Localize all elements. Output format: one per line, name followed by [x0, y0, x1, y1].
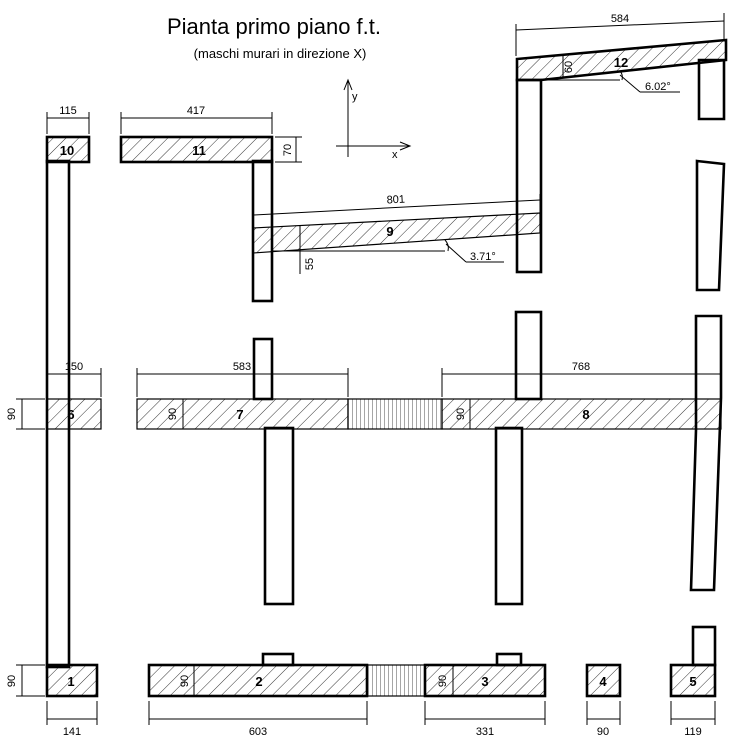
angle-9: 3.71°	[272, 239, 504, 263]
pier-label-11: 11	[192, 143, 206, 158]
wall-bump-3	[495, 652, 523, 667]
svg-text:603: 603	[249, 726, 267, 738]
pier-label-12: 12	[614, 55, 628, 70]
dim-90-left-middle: 90	[6, 398, 45, 430]
pier-4: 4	[585, 663, 622, 698]
pier-6: 6	[46, 398, 102, 430]
dim-583: 583	[136, 361, 349, 397]
svg-text:90: 90	[167, 408, 179, 420]
lintel-2-3	[366, 664, 426, 697]
pier-8: 8	[441, 398, 722, 430]
wall-right-middle	[689, 314, 723, 592]
pier-label-2: 2	[255, 674, 262, 689]
pier-3: 3	[423, 663, 547, 698]
pier-label-4: 4	[599, 674, 607, 689]
svg-text:417: 417	[187, 105, 205, 117]
svg-text:55: 55	[304, 258, 316, 270]
wall-below-8	[494, 426, 524, 606]
dim-90-pier-2: 90	[179, 675, 191, 687]
svg-text:90: 90	[179, 675, 191, 687]
wall-bump-2	[261, 652, 295, 667]
lintel-7-8	[347, 398, 443, 430]
pier-label-1: 1	[67, 674, 74, 689]
dim-90-pier-8: 90	[455, 408, 467, 420]
pier-12: 12	[515, 38, 728, 82]
dim-801: 801	[252, 194, 541, 228]
svg-text:331: 331	[476, 726, 494, 738]
wall-below-7	[263, 426, 295, 606]
dim-141: 141	[46, 701, 98, 738]
pier-2: 2	[147, 663, 369, 698]
dim-417: 417	[120, 105, 273, 134]
pier-1: 1	[45, 663, 99, 698]
axis-x-label: x	[392, 149, 398, 161]
pier-label-5: 5	[689, 674, 696, 689]
svg-text:90: 90	[6, 675, 18, 687]
svg-text:768: 768	[572, 361, 590, 373]
angle-12: 6.02°	[541, 70, 680, 93]
pier-5: 5	[669, 663, 717, 698]
dim-115: 115	[46, 105, 90, 134]
svg-text:583: 583	[233, 361, 251, 373]
pier-7: 7	[136, 398, 349, 430]
svg-text:150: 150	[65, 361, 83, 373]
wall-12-vertical	[515, 78, 543, 274]
pier-label-6: 6	[67, 407, 74, 422]
svg-text:584: 584	[611, 13, 629, 25]
svg-text:90: 90	[6, 408, 18, 420]
dim-90-pier-7: 90	[167, 408, 179, 420]
pier-label-9: 9	[386, 224, 393, 239]
wall-5-vertical	[691, 625, 717, 667]
pier-label-10: 10	[60, 143, 74, 158]
svg-text:90: 90	[437, 675, 449, 687]
wall-right-upper	[695, 159, 726, 292]
svg-text:3.71°: 3.71°	[470, 251, 496, 263]
page-subtitle: (maschi murari in direzione X)	[194, 46, 367, 61]
pier-11: 11	[119, 135, 274, 164]
wall-right-top	[697, 58, 726, 121]
wall-above-8	[514, 310, 543, 401]
axis-y-label: y	[352, 91, 358, 103]
dim-90-pier-3: 90	[437, 675, 449, 687]
pier-label-3: 3	[481, 674, 488, 689]
svg-text:90: 90	[597, 726, 609, 738]
svg-text:6.02°: 6.02°	[645, 81, 671, 93]
dim-584: 584	[515, 13, 725, 56]
pier-9: 9	[252, 212, 541, 254]
dim-331: 331	[424, 701, 546, 738]
dim-90-pier-4: 90	[586, 701, 621, 738]
page-title: Pianta primo piano f.t.	[167, 14, 381, 39]
svg-text:801: 801	[386, 194, 405, 207]
dim-55: 55	[299, 226, 316, 274]
svg-text:70: 70	[282, 144, 294, 156]
dim-119: 119	[670, 701, 716, 738]
axes-indicator: y x	[336, 78, 412, 161]
dim-60: 60	[562, 56, 575, 78]
svg-text:119: 119	[684, 726, 702, 738]
svg-text:141: 141	[63, 726, 81, 738]
dim-603: 603	[148, 701, 368, 738]
pier-label-7: 7	[236, 407, 243, 422]
dim-70: 70	[275, 136, 302, 163]
dim-90-left-bottom: 90	[6, 664, 45, 697]
dim-150: 150	[46, 361, 102, 397]
pier-label-8: 8	[582, 407, 589, 422]
wall-above-7	[252, 337, 274, 401]
svg-text:60: 60	[563, 61, 575, 73]
svg-text:90: 90	[455, 408, 467, 420]
svg-text:115: 115	[59, 105, 77, 117]
dim-768: 768	[441, 361, 722, 397]
pier-10: 10	[45, 135, 91, 164]
